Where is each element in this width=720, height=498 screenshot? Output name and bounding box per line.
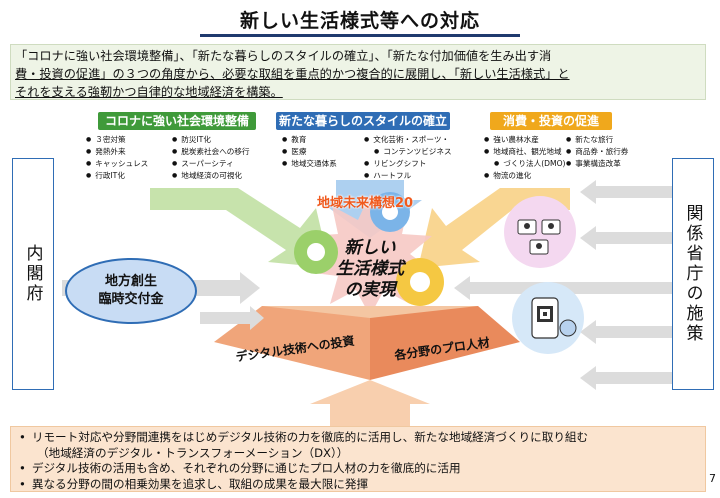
grant-ellipse: 地方創生 臨時交付金: [65, 258, 197, 324]
pillar-consumption-list-1: 強い農林水産 地域商社、観光地域 づくり法人(DMO) 物流の進化: [484, 134, 566, 182]
pillar-corona-list-2: 防災IT化 脱炭素社会への移行 スーパーシティ 地域経済の可視化: [172, 134, 250, 182]
list-item: 地域商社、観光地域: [484, 146, 566, 158]
list-item: リビングシフト: [364, 158, 452, 170]
left-arrow-lower: [200, 306, 264, 330]
title-underline: [200, 34, 520, 37]
ministries-label: 関係省庁の施策: [682, 204, 703, 344]
online-meeting-icon: [504, 196, 576, 268]
right-arrow-1: [580, 180, 676, 204]
page-number: 7: [709, 472, 716, 485]
pyramid-right-face: [370, 306, 520, 380]
list-item: 行政IT化: [86, 170, 148, 182]
new-lifestyle-label: 新しい 生活様式 の実現: [336, 238, 404, 300]
right-arrow-5: [580, 366, 676, 390]
list-item: 地域経済の可視化: [172, 170, 250, 182]
grant-label-1: 地方創生: [104, 274, 157, 289]
list-item: づくり法人(DMO): [484, 158, 565, 170]
bottom-item-2: デジタル技術の活用も含め、それぞれの分野に通じたプロ人材の力を徹底的に活用: [19, 461, 697, 477]
ministries-box: 関係省庁の施策: [672, 158, 714, 390]
pillar-header-corona: コロナに強い社会環境整備: [98, 112, 256, 130]
pillar-lifestyle-list-1: 教育 医療 地域交通体系: [282, 134, 337, 170]
smartphone-payment-icon: [512, 282, 584, 354]
bottom-item-3: 異なる分野の間の相乗効果を追求し、取組の成果を最大限に発揮: [19, 477, 697, 493]
pillar-corona-list-1: ３密対策 発熱外来 キャッシュレス 行政IT化: [86, 134, 148, 182]
grant-label-2: 臨時交付金: [98, 292, 164, 307]
list-item: キャッシュレス: [86, 158, 148, 170]
list-item: 強い農林水産: [484, 134, 566, 146]
right-arrow-2: [580, 226, 676, 250]
gear-green-icon: [294, 230, 338, 274]
gear-yellow-icon: [396, 258, 444, 306]
list-item: コンテンツビジネス: [364, 146, 451, 158]
list-item: 地域交通体系: [282, 158, 337, 170]
list-item: ハートフル: [364, 170, 452, 182]
page-title: 新しい生活様式等への対応: [239, 10, 480, 32]
gear-blue-icon: [370, 192, 410, 232]
pillar-consumption-list-2: 新たな旅行 商品券・旅行券 事業構造改革: [566, 134, 628, 170]
list-item: 脱炭素社会への移行: [172, 146, 249, 158]
list-item: 医療: [282, 146, 337, 158]
list-item: 教育: [282, 134, 337, 146]
right-arrow-4: [580, 320, 676, 344]
list-item: 発熱外来: [86, 146, 148, 158]
bottom-item-1: リモート対応や分野間連携をはじめデジタル技術の力を徹底的に活用し、新たな地域経済…: [19, 430, 697, 446]
list-item: 物流の進化: [484, 170, 566, 182]
summary-line-2: 費・投資の促進」の３つの角度から、必要な取組を重点的かつ複合的に展開し、「新しい…: [15, 67, 570, 81]
green-arrow: [150, 188, 330, 268]
summary-line-1: 「コロナに強い社会環境整備」、「新たな暮らしのスタイルの確立」、「新たな付加価値…: [15, 49, 552, 63]
list-item: 文化芸術・スポーツ・: [364, 134, 452, 146]
list-item: 防災IT化: [172, 134, 250, 146]
pillar-header-consumption: 消費・投資の促進: [490, 112, 612, 130]
list-item: ３密対策: [86, 134, 148, 146]
summary-line-3: それを支える強靭かつ自律的な地域経済を構築。: [15, 85, 283, 99]
list-item: スーパーシティ: [172, 158, 250, 170]
bottom-item-1-sub: （地域経済のデジタル・トランスフォーメーション（DX））: [37, 445, 349, 460]
list-item: 新たな旅行: [566, 134, 628, 146]
cabinet-label: 内閣府: [22, 244, 43, 304]
up-arrow: [310, 380, 430, 426]
cabinet-box: 内閣府: [12, 158, 54, 390]
plan-name: 地域未来構想20: [316, 196, 414, 211]
pillar-header-lifestyle: 新たな暮らしのスタイルの確立: [276, 112, 450, 130]
bottom-summary-box: リモート対応や分野間連携をはじめデジタル技術の力を徹底的に活用し、新たな地域経済…: [10, 426, 706, 492]
pillar-lifestyle-list-2: 文化芸術・スポーツ・ コンテンツビジネス リビングシフト ハートフル: [364, 134, 452, 182]
list-item: 事業構造改革: [566, 158, 628, 170]
summary-box: 「コロナに強い社会環境整備」、「新たな暮らしのスタイルの確立」、「新たな付加価値…: [10, 44, 706, 100]
list-item: 商品券・旅行券: [566, 146, 628, 158]
